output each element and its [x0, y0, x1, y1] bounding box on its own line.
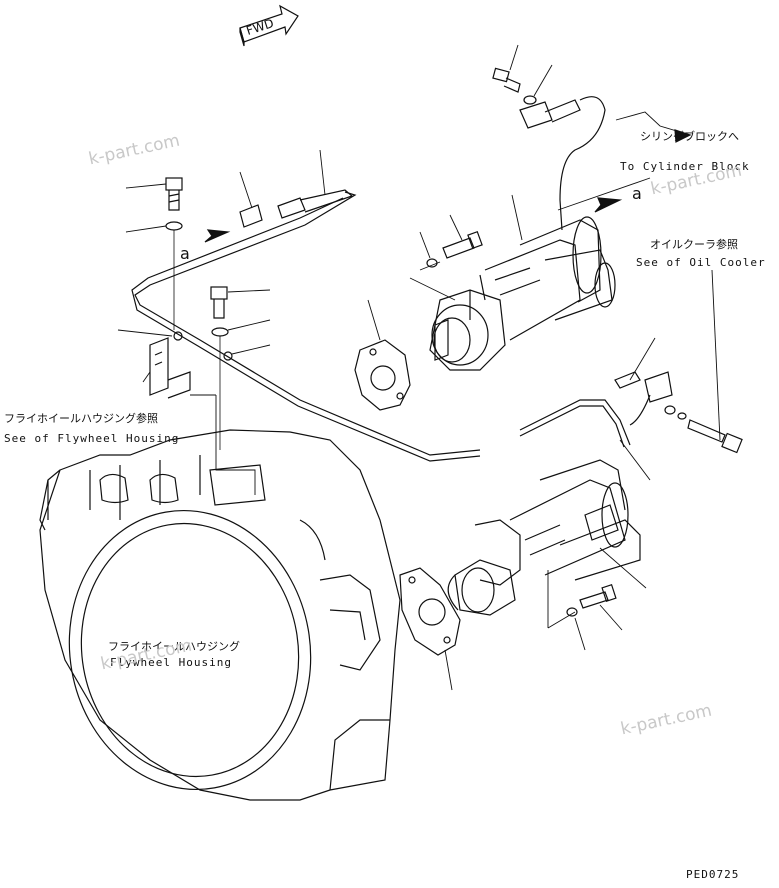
bracket — [149, 337, 191, 399]
washer — [426, 258, 438, 268]
arrow-left-icon — [594, 197, 623, 213]
flywheel-housing-label-jp: フライホイールハウジング — [108, 640, 240, 653]
flywheel-housing-ref-label-en: See of Flywheel Housing — [4, 432, 180, 445]
reference-mark-a: a — [180, 244, 190, 263]
oil-cooler-label-en: See of Oil Cooler — [636, 256, 766, 269]
washer — [664, 405, 687, 420]
arrow-left-icon — [204, 229, 231, 243]
bolt — [492, 67, 521, 93]
washer — [523, 95, 537, 105]
bolt — [210, 286, 228, 319]
forward-arrow-icon — [239, 4, 299, 47]
bolt — [442, 230, 483, 259]
bolt — [687, 419, 743, 454]
oil-cooler-label-jp: オイルクーラ参照 — [650, 238, 738, 251]
leader-lines — [117, 44, 721, 691]
starter-motor — [429, 216, 616, 371]
flywheel-housing-label-en: Flywheel Housing — [110, 656, 232, 669]
gasket — [399, 567, 461, 656]
flywheel-housing — [39, 429, 401, 801]
bolt — [165, 177, 183, 211]
wiring-harness — [131, 191, 631, 462]
cylinder-block-label-jp: シリンダブロックへ — [640, 130, 739, 143]
starter-motor — [447, 459, 641, 616]
flywheel-housing-ref-label-jp: フライホイールハウジング参照 — [4, 412, 158, 425]
arrow-right-icon — [674, 129, 692, 143]
reference-mark-a: a — [632, 184, 642, 203]
washer — [165, 221, 183, 231]
drawing-code: PED0725 — [686, 868, 740, 881]
clamp — [519, 96, 606, 231]
washer — [566, 607, 578, 617]
fitting — [239, 189, 354, 228]
gasket — [354, 339, 411, 411]
bolt — [579, 584, 617, 609]
cylinder-block-label-en: To Cylinder Block — [620, 160, 750, 173]
clamp — [614, 371, 673, 426]
washer — [211, 327, 229, 337]
